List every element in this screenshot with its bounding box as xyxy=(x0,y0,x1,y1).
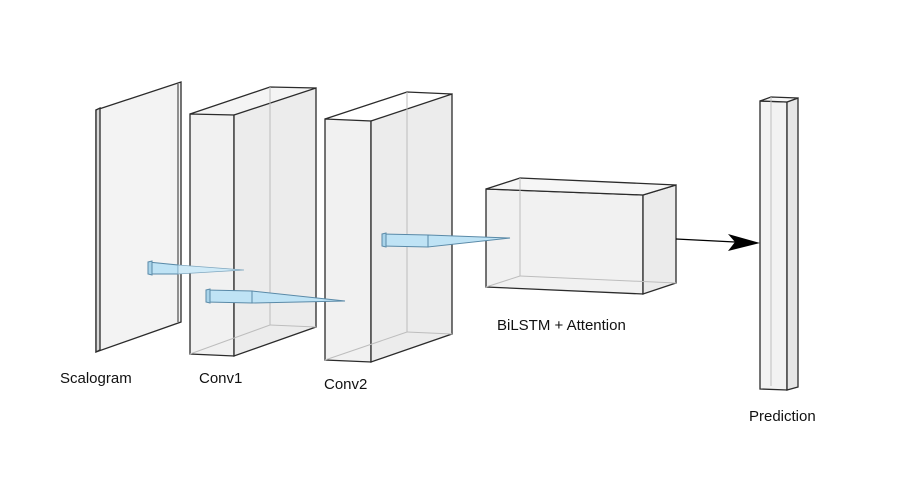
kernel-conv1-conv2 xyxy=(205,288,346,304)
scalogram-front xyxy=(95,81,182,353)
scalogram-edge xyxy=(95,106,101,354)
arrow-to-prediction xyxy=(675,234,760,251)
bilstm-right xyxy=(642,184,677,295)
conv2-right xyxy=(370,93,453,363)
prediction-front xyxy=(759,100,788,391)
conv1-right xyxy=(233,87,317,357)
bilstm-top xyxy=(485,177,677,196)
scalogram-label: Scalogram xyxy=(60,370,132,387)
prediction-label: Prediction xyxy=(749,408,816,425)
conv2-block xyxy=(324,91,453,363)
kernel-scalogram-conv1 xyxy=(147,260,245,276)
bilstm-block xyxy=(485,177,677,295)
conv1-front xyxy=(189,113,235,357)
conv1-block xyxy=(189,86,317,357)
conv1-label: Conv1 xyxy=(199,370,243,387)
kernel-conv2-bilstm xyxy=(381,232,511,248)
conv2-label: Conv2 xyxy=(324,376,368,393)
conv2-front xyxy=(324,118,372,363)
bilstm-attention-label: BiLSTM + Attention xyxy=(497,317,626,334)
prediction-right xyxy=(786,97,799,391)
scalogram-block xyxy=(95,81,182,354)
prediction-block xyxy=(759,96,799,391)
prediction-top xyxy=(759,96,799,103)
